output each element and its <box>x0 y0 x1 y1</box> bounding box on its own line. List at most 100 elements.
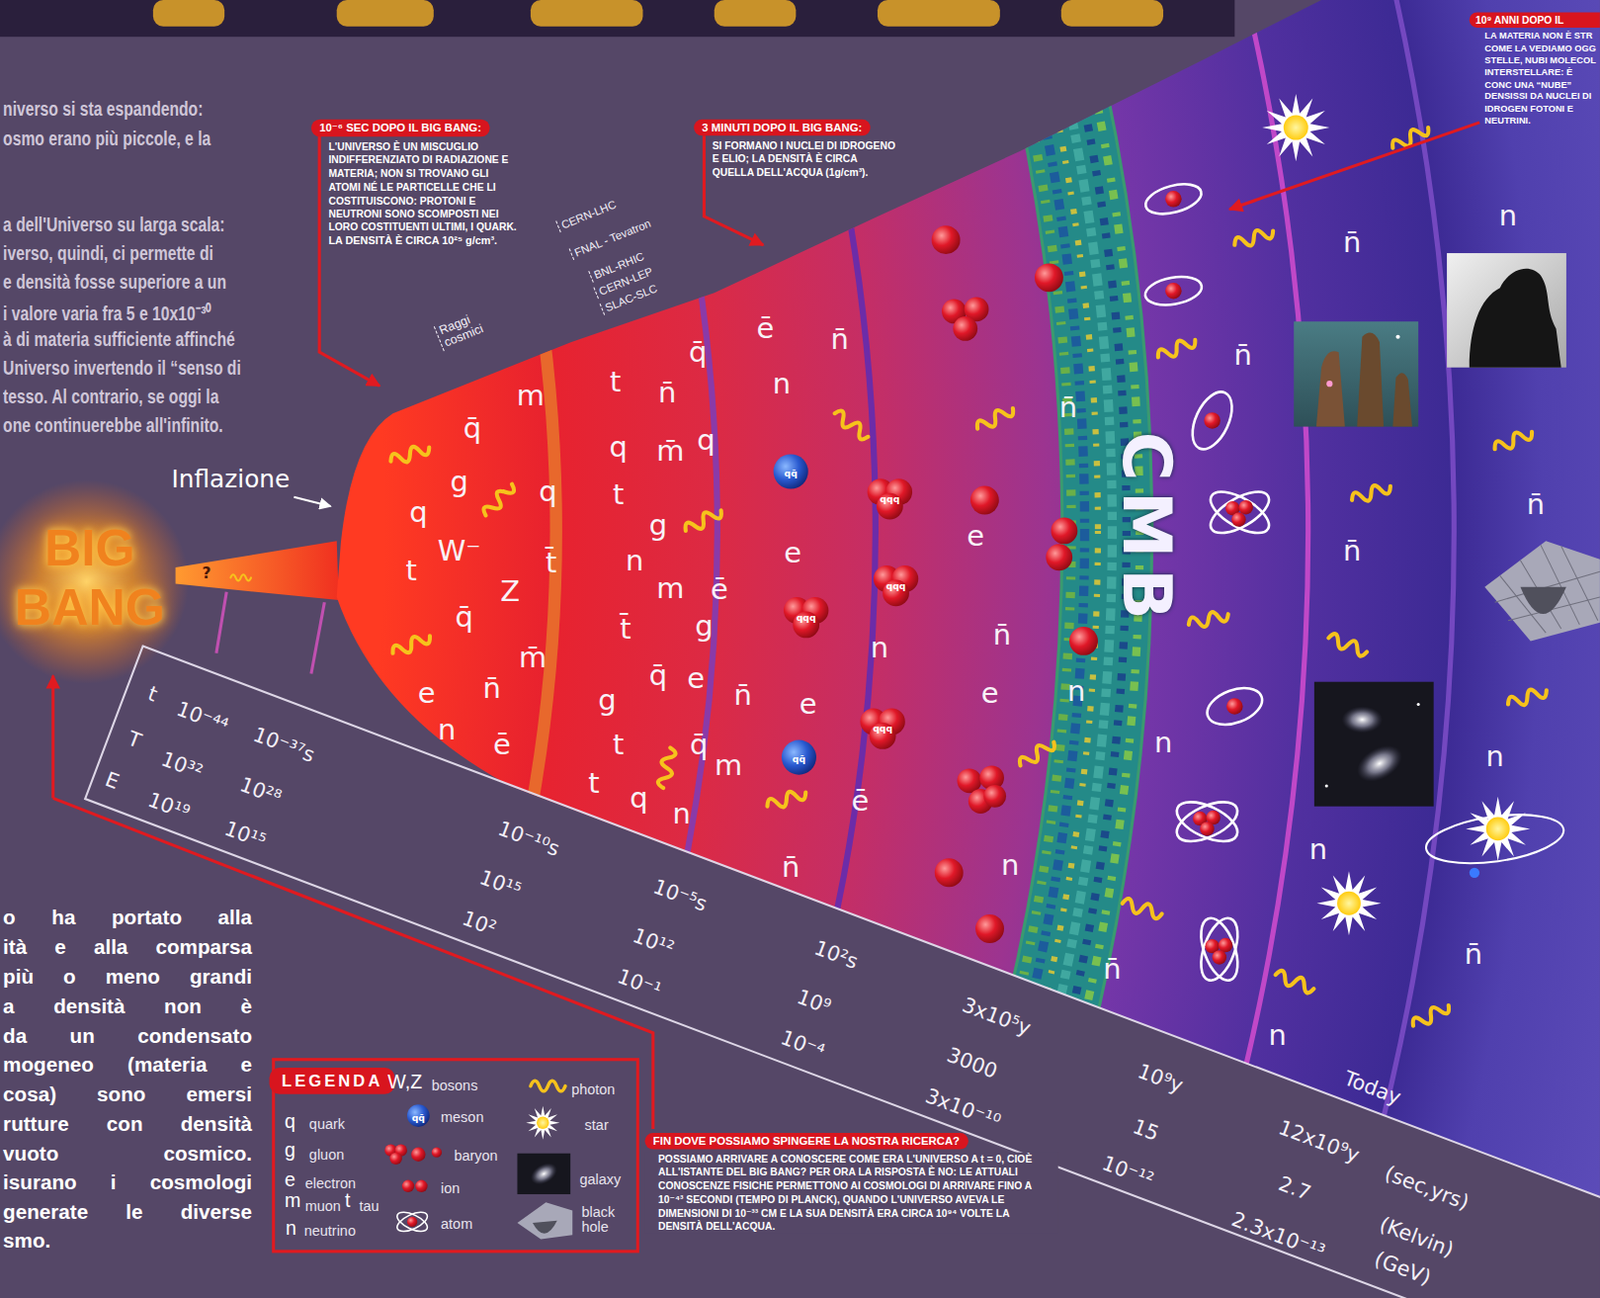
label-anchor: qqq <box>886 574 907 593</box>
particle-symbol: W⁻ <box>437 536 482 566</box>
axis-value: 10¹⁵ <box>221 816 269 852</box>
axis-value: E <box>101 766 122 793</box>
side-text: a densità non è <box>2 995 253 1019</box>
particle-symbol: n <box>1499 201 1517 231</box>
particle-symbol: ē <box>756 314 774 343</box>
particle-symbol: n <box>1001 850 1019 880</box>
legend-text: baryon <box>453 1148 498 1165</box>
label-anchor: ? <box>201 564 211 584</box>
label-anchor: n̄ <box>483 673 502 703</box>
callout-heading: 3 MINUTI DOPO IL BIG BANG: <box>693 119 870 137</box>
label-anchor: q <box>409 498 427 527</box>
particle-symbol: q <box>538 477 557 506</box>
label-anchor: Z <box>500 577 520 606</box>
particle-symbol: q <box>696 426 715 456</box>
axis-value: 12x10⁹y <box>1275 1115 1363 1167</box>
axis-value: 3x10⁻¹⁰ <box>923 1084 1005 1133</box>
label-anchor: qq̄ <box>412 1105 425 1125</box>
axis-value: 10¹⁹ <box>145 787 193 824</box>
label-anchor: qqq <box>879 488 900 507</box>
axis-value: 10⁻³⁷s <box>250 722 318 766</box>
particle-symbol: e <box>418 679 436 709</box>
label-anchor: 10¹⁵ <box>221 816 269 852</box>
label-anchor: galaxy <box>579 1169 621 1188</box>
particle-symbol: n̄ <box>1464 939 1483 969</box>
particle-symbol: g <box>449 467 468 497</box>
label-anchor: a densità non è <box>2 995 253 1019</box>
label-anchor: W⁻ <box>437 536 482 566</box>
particle-symbol: n̄ <box>1102 954 1121 984</box>
label-anchor: 10¹⁹ <box>145 787 193 824</box>
side-text: ità e alla comparsa <box>2 935 253 960</box>
label-anchor: iverso, quindi, ci permette di <box>2 242 280 266</box>
label-anchor: m̄ <box>518 644 547 674</box>
cmb-label: CMB <box>1107 431 1187 631</box>
label-anchor: 10⁻⁴⁴ <box>173 696 232 737</box>
legend-symbol: e <box>284 1169 296 1189</box>
label-anchor: g <box>649 510 668 540</box>
particle-symbol: t <box>612 730 624 759</box>
axis-value: t <box>145 681 162 706</box>
label-anchor: n <box>625 546 644 576</box>
side-text: o ha portato alla <box>2 906 253 930</box>
particle-symbol: m̄ <box>656 436 684 466</box>
label-anchor: g <box>284 1139 296 1161</box>
particle-symbol: m <box>656 574 684 603</box>
label-anchor: smo. <box>2 1228 253 1253</box>
label-anchor: E <box>101 766 122 793</box>
label-anchor: da un condensato <box>2 1024 253 1049</box>
particle-symbol: Z <box>500 577 520 606</box>
label-anchor: à di materia sufficiente affinché <box>2 327 309 351</box>
phase-label: Inflazione <box>170 464 290 494</box>
label-anchor: Raggi cosmici <box>433 302 504 352</box>
label-anchor: n̄ <box>658 378 676 408</box>
legend-symbol: g <box>284 1139 296 1160</box>
particle-symbol: t <box>588 769 599 799</box>
side-text: isurano i cosmologi <box>2 1170 253 1194</box>
label-anchor: baryon <box>453 1145 498 1165</box>
label-anchor: m <box>284 1190 301 1212</box>
label-anchor: 3x10⁻¹⁰ <box>923 1084 1005 1133</box>
particle-symbol: m <box>714 751 743 780</box>
legend-text: neutrino <box>304 1223 356 1240</box>
label-anchor: q̄ <box>455 602 474 632</box>
label-anchor: vuoto cosmico. <box>2 1141 253 1166</box>
label-anchor: 15 <box>1129 1113 1163 1145</box>
label-anchor: n <box>1268 1021 1287 1051</box>
side-text: più o meno grandi <box>2 965 253 990</box>
label-anchor: n̄ <box>1526 491 1545 520</box>
label-anchor: n <box>1499 201 1517 231</box>
side-text: mogeneo (materia e <box>2 1053 253 1078</box>
label-anchor: 10⁻⁴ <box>777 1025 829 1063</box>
callout-body: LA MATERIA NON È STR COME LA VEDIAMO OGG… <box>1469 30 1600 128</box>
experiment-label: Raggi cosmici <box>433 302 504 351</box>
label-anchor: n̄ <box>831 325 849 354</box>
side-text: a dell'Universo su larga scala: <box>2 213 225 238</box>
label-anchor: n̄ <box>1343 228 1361 257</box>
label-anchor: e <box>981 679 1000 709</box>
side-text: tesso. Al contrario, se oggi la <box>2 384 219 409</box>
label-anchor: n <box>1001 850 1019 880</box>
label-anchor: tau <box>358 1195 379 1215</box>
particle-symbol: n <box>1485 743 1504 772</box>
particle-symbol: n <box>1154 728 1173 758</box>
axis-value: 2.3x10⁻¹³ <box>1228 1206 1328 1263</box>
legend-symbol: n <box>285 1218 297 1239</box>
label-anchor: qqq <box>872 717 893 737</box>
label-anchor: 10¹⁵ <box>476 865 524 902</box>
label-anchor: tesso. Al contrario, se oggi la <box>2 384 287 409</box>
label-anchor: t̄ <box>619 615 631 645</box>
particle-content: qqq <box>796 613 817 623</box>
particle-symbol: m̄ <box>518 644 547 674</box>
legend-text: star <box>585 1117 609 1134</box>
callout-body: L'UNIVERSO È UN MISCUGLIO INDIFFERENZIAT… <box>311 139 521 234</box>
legend-text: atom <box>440 1216 473 1233</box>
particle-symbol: t <box>609 368 621 398</box>
label-anchor: 3000 <box>943 1042 1001 1083</box>
label-anchor: Universo invertendo il “senso di <box>2 355 317 380</box>
side-text: da un condensato <box>2 1024 253 1049</box>
axis-value: 10⁻¹⁰s <box>495 816 563 860</box>
label-anchor: q̄ <box>689 730 708 759</box>
label-anchor: 3x10⁵y <box>959 993 1035 1040</box>
legend-text: gluon <box>309 1147 344 1164</box>
